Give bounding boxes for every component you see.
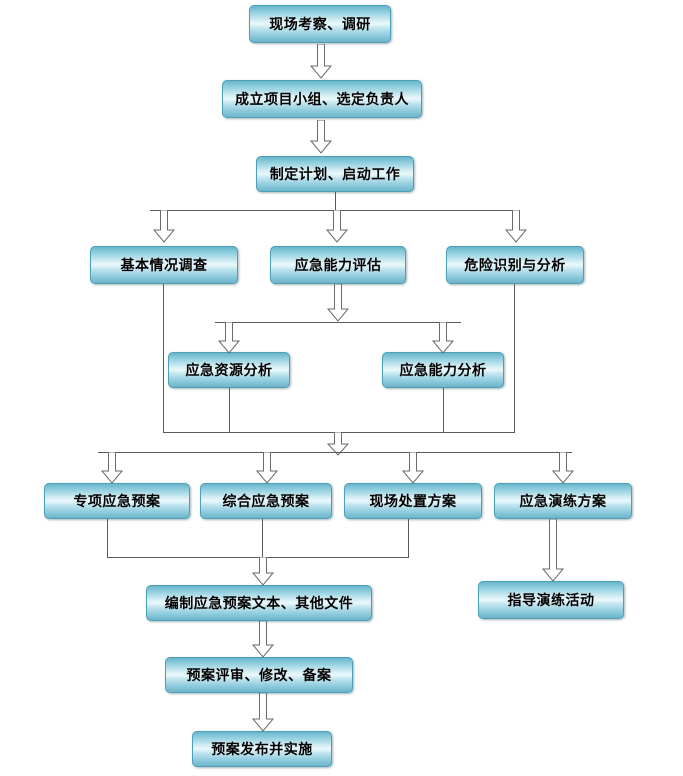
node-capability-analysis[interactable]: 应急能力分析	[382, 352, 504, 388]
node-site-survey[interactable]: 现场考察、调研	[249, 5, 391, 43]
arrow-branch-to-special-plan	[101, 452, 123, 484]
arrow-team-to-plan	[310, 120, 332, 155]
connector-onsite-plan-down	[408, 519, 409, 557]
node-drill-plan[interactable]: 应急演练方案	[494, 483, 632, 519]
arrow-merge-to-plan-types	[327, 432, 349, 456]
arrow-branch-to-drill-plan	[552, 452, 574, 484]
node-publish-implement[interactable]: 预案发布并实施	[192, 731, 332, 767]
connector-comprehensive-plan-down	[262, 519, 263, 557]
arrow-branch-to-capability-analysis	[432, 322, 454, 354]
connector-resource-analysis-down	[229, 388, 230, 432]
node-form-project-team[interactable]: 成立项目小组、选定负责人	[222, 80, 422, 118]
connector-plan-down	[335, 192, 336, 210]
node-resource-analysis[interactable]: 应急资源分析	[168, 352, 290, 388]
node-comprehensive-plan[interactable]: 综合应急预案	[200, 483, 332, 519]
node-make-plan-start[interactable]: 制定计划、启动工作	[256, 156, 414, 192]
connector-capability-analysis-down	[443, 388, 444, 432]
arrow-branch-to-capability-assess	[326, 210, 348, 244]
node-onsite-plan[interactable]: 现场处置方案	[344, 483, 482, 519]
arrow-branch-to-hazard-analysis	[505, 210, 527, 244]
connector-branch-bar-2	[215, 322, 461, 323]
arrow-merge-to-compile-documents	[252, 557, 274, 586]
node-review-revise[interactable]: 预案评审、修改、备案	[165, 657, 353, 693]
arrow-branch-to-basic-survey	[153, 210, 175, 244]
arrow-branch-to-resource-analysis	[218, 322, 240, 354]
connector-basic-survey-down	[163, 284, 164, 432]
arrow-capability-assess-down	[327, 284, 349, 322]
node-guide-drill[interactable]: 指导演练活动	[478, 581, 624, 619]
node-hazard-analysis[interactable]: 危险识别与分析	[446, 246, 584, 284]
arrow-survey-to-team	[310, 44, 332, 80]
connector-hazard-analysis-down	[514, 284, 515, 432]
connector-special-plan-down	[107, 519, 108, 557]
node-basic-survey[interactable]: 基本情况调查	[90, 246, 238, 284]
connector-branch-bar-3	[98, 452, 572, 453]
connector-merge-bar-2	[107, 557, 409, 558]
node-compile-documents[interactable]: 编制应急预案文本、其他文件	[146, 585, 372, 621]
arrow-branch-to-comprehensive-plan	[256, 452, 278, 484]
arrow-drill-plan-to-guide-drill	[542, 519, 564, 582]
node-capability-assess[interactable]: 应急能力评估	[270, 246, 406, 284]
node-special-plan[interactable]: 专项应急预案	[44, 483, 190, 519]
arrow-compile-to-review	[252, 621, 274, 658]
arrow-review-to-publish	[252, 693, 274, 732]
arrow-branch-to-onsite-plan	[402, 452, 424, 484]
